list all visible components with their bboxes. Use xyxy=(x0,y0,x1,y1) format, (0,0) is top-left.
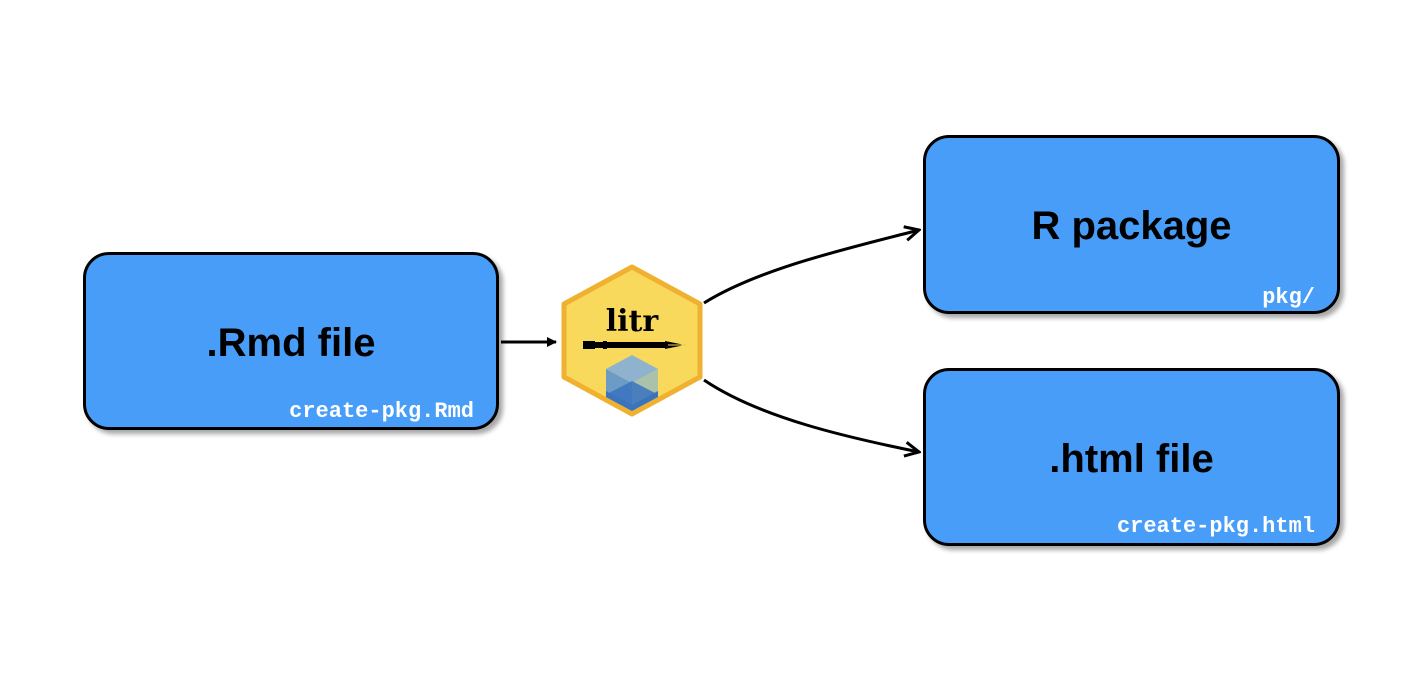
pen-icon xyxy=(583,341,685,349)
r-package-title: R package xyxy=(1031,204,1232,248)
litr-logo-text: litr xyxy=(606,304,660,339)
html-file-filename: create-pkg.html xyxy=(1116,514,1315,539)
r-package-folder: pkg/ xyxy=(1262,285,1315,310)
edge-litr-to-package xyxy=(703,230,919,305)
rmd-file-node: .Rmd file create-pkg.Rmd xyxy=(83,252,499,430)
edge-litr-to-html xyxy=(703,378,919,452)
html-file-node: .html file create-pkg.html xyxy=(923,368,1340,546)
html-file-title: .html file xyxy=(1049,437,1214,481)
litr-hex-logo-icon: litr xyxy=(561,264,703,417)
rmd-file-filename: create-pkg.Rmd xyxy=(289,399,474,424)
rmd-file-title: .Rmd file xyxy=(206,321,376,365)
r-package-node: R package pkg/ xyxy=(923,135,1340,314)
cube-icon xyxy=(606,355,658,411)
